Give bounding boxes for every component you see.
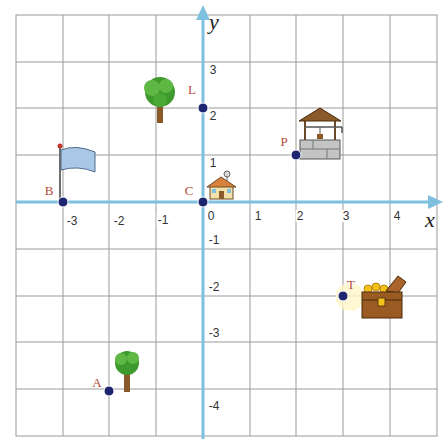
point-letter: T bbox=[346, 278, 356, 291]
tick-number: 2 bbox=[296, 210, 305, 222]
tick-number: 1 bbox=[209, 157, 218, 169]
well-icon-part bbox=[334, 120, 336, 140]
house-icon-part bbox=[227, 189, 231, 193]
tick-number: 0 bbox=[207, 210, 216, 222]
treasure-chest-icon-part bbox=[378, 298, 385, 306]
grid-part bbox=[16, 342, 437, 343]
treasure-chest-icon bbox=[336, 276, 406, 318]
well-icon-part bbox=[300, 140, 340, 159]
tick-number: -1 bbox=[208, 234, 221, 246]
grid bbox=[16, 15, 437, 436]
point-dot-part bbox=[58, 197, 68, 207]
treasure-chest-icon-part bbox=[362, 292, 402, 318]
grid-part bbox=[343, 15, 344, 436]
tick-number: -2 bbox=[113, 215, 126, 227]
grid-part bbox=[16, 108, 437, 109]
treasure-chest-icon-part bbox=[372, 283, 380, 291]
axes-part bbox=[16, 201, 432, 204]
well-icon-part bbox=[313, 140, 314, 149]
grid-part bbox=[16, 62, 437, 63]
grid-part bbox=[16, 15, 437, 436]
point-letter: A bbox=[91, 376, 102, 389]
axes-part bbox=[428, 195, 443, 209]
tree-icon-part bbox=[127, 352, 139, 364]
house-icon-part bbox=[207, 177, 236, 187]
point-dot-part bbox=[198, 197, 208, 207]
well-icon-part bbox=[341, 127, 343, 133]
point-letter: L bbox=[187, 83, 197, 96]
tree-icon-part bbox=[145, 77, 175, 107]
tick-number: 2 bbox=[209, 110, 218, 122]
tick-number: -3 bbox=[66, 215, 79, 227]
axis-name: y bbox=[208, 11, 220, 33]
tick-number: 4 bbox=[393, 210, 402, 222]
flag-icon-part bbox=[58, 144, 63, 149]
tick-number: -1 bbox=[157, 214, 170, 226]
house-icon bbox=[207, 171, 236, 199]
well-icon-part bbox=[320, 127, 321, 134]
grid-part bbox=[296, 15, 297, 436]
well-icon bbox=[299, 108, 342, 159]
well-icon-part bbox=[305, 126, 342, 128]
flag-icon bbox=[58, 144, 96, 201]
tree-icon bbox=[144, 77, 175, 123]
tree-icon-part bbox=[159, 79, 173, 93]
house-icon-part bbox=[212, 189, 216, 193]
point-dot-part bbox=[104, 386, 114, 396]
point-dot-part bbox=[198, 103, 208, 113]
grid-part bbox=[109, 15, 110, 436]
tick-number: -3 bbox=[208, 327, 221, 339]
flag-icon-part bbox=[61, 147, 95, 172]
tick-number: 1 bbox=[254, 210, 263, 222]
tree-icon bbox=[115, 351, 139, 392]
grid-part bbox=[63, 15, 64, 436]
well-icon-part bbox=[317, 134, 323, 139]
house-icon-part bbox=[224, 171, 230, 177]
point-letter: P bbox=[279, 135, 288, 148]
tree-icon-part bbox=[153, 93, 167, 107]
grid-part bbox=[16, 389, 437, 390]
house-icon-part bbox=[210, 186, 233, 199]
tick-number: -2 bbox=[208, 281, 221, 293]
house-icon-part bbox=[219, 191, 224, 199]
grid-part bbox=[16, 249, 437, 250]
tree-icon-part bbox=[115, 353, 127, 365]
well-icon-part bbox=[304, 120, 306, 140]
tick-number: 3 bbox=[209, 64, 218, 76]
well-icon-part bbox=[300, 149, 340, 150]
axes-part bbox=[196, 5, 210, 20]
tree-icon-part bbox=[115, 351, 139, 375]
axis-name: x bbox=[424, 209, 436, 231]
point-dot bbox=[58, 103, 348, 396]
well-icon-part bbox=[327, 149, 328, 159]
tick-number: -4 bbox=[208, 400, 221, 412]
point-letter: C bbox=[184, 184, 195, 197]
point-letter: B bbox=[44, 184, 55, 197]
grid-part bbox=[390, 15, 391, 436]
treasure-chest-icon-part bbox=[386, 276, 406, 293]
tick-number: 3 bbox=[342, 210, 351, 222]
well-icon-part bbox=[299, 108, 341, 121]
point-dot-part bbox=[338, 291, 348, 301]
axes bbox=[16, 5, 443, 439]
grid-part bbox=[250, 15, 251, 436]
axes-part bbox=[202, 16, 205, 439]
point-dot-part bbox=[291, 150, 301, 160]
